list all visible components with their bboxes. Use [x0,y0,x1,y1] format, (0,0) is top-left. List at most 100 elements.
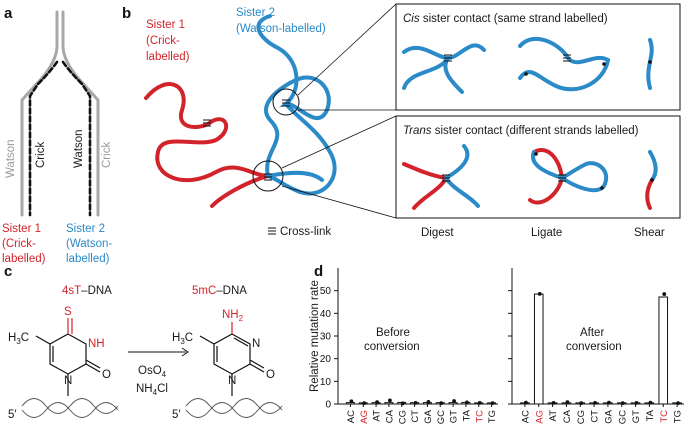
trans-contact-box [395,115,681,219]
panel-b: b Sister 1 (Crick- labelled) Sister 2 (W… [122,3,681,239]
y-axis-title: Relative mutation rate [309,280,321,392]
data-point-ga [607,400,611,405]
reagent-oso4: OsO4 [138,365,167,379]
strand-label-watson-right: Watson [73,129,85,168]
atom-s: S [64,306,72,318]
data-point-tc [662,292,667,296]
atom-h3c-left: H3C [8,332,29,346]
panel-a-sister1-line3: labelled) [2,253,46,265]
cis-shear-diagram [646,38,654,90]
data-point-ta [465,400,469,405]
after-conversion-label-line1: After [580,327,604,339]
trans-ligate-blue [531,150,608,193]
panel-b-sister1-line3: labelled) [146,51,190,63]
panel-a-sister2-line3: labelled) [66,253,110,265]
atom-o-right: O [266,369,275,381]
x-tick-label-cg: CG [397,410,408,424]
right-molecule-title: 5mC–DNA [192,285,247,297]
x-tick-label-ct: CT [410,410,421,423]
x-tick-label-gt: GT [631,410,642,423]
panel-b-sister1-line2: (Crick- [146,35,180,47]
panel-a-sister2-line2: (Watson- [66,238,112,250]
x-tick-label-ca: CA [562,409,573,423]
before-conversion-label-line2: conversion [364,341,420,353]
y-tick-label: 0 [325,400,331,411]
after-conversion-label-line2: conversion [566,341,622,353]
data-point-ca [388,398,392,403]
data-point-at [551,400,556,405]
trans-contact-circle [252,160,284,192]
molecule-5mc [199,322,265,396]
trans-shear-blue [648,150,658,182]
reaction-arrow-head [181,347,189,357]
data-point-ac [524,400,528,405]
atom-n-ring-right: N [252,338,260,350]
x-tick-label-gc: GC [617,410,628,424]
y-tick-label: 50 [320,286,332,297]
strand-label-crick-left: Crick [35,142,47,168]
y-tick-label: 40 [320,309,332,320]
watson-strand-left [20,10,59,217]
data-point-tc [477,400,482,405]
x-tick-label-tg: TG [673,410,684,423]
data-point-ct [413,400,418,405]
panel-b-letter: b [122,5,131,22]
x-tick-label-ac: AC [520,410,531,423]
panel-b-sister1-line1: Sister 1 [146,19,185,31]
panel-a-sister2-line1: Sister 2 [66,223,105,235]
data-point-gt [452,399,456,403]
panel-c-letter: c [4,263,12,280]
data-point-ca [565,400,570,405]
x-tick-label-gc: GC [436,410,447,424]
data-point-ta [648,400,653,405]
five-prime-right: 5′ [172,409,181,421]
data-point-gt [634,400,639,405]
x-tick-label-ta: TA [645,409,656,421]
y-tick-label: 20 [320,354,332,365]
x-tick-label-at: AT [372,410,383,422]
molecule-4st [35,318,101,396]
panel-d-letter: d [314,263,323,280]
zoom-line-cis-top [297,3,397,96]
atom-n-left: N [64,375,72,387]
cis-box-ends [524,60,652,76]
x-tick-label-cg: CG [576,410,587,424]
cis-box-crosslinks [444,54,571,62]
before-conversion-label-line1: Before [376,327,410,339]
sister2-chromatid [256,14,337,196]
y-tick-label: 30 [320,332,332,343]
trans-box-title: Trans sister contact (different strands … [403,125,639,137]
strand-label-watson-left: Watson [5,139,17,178]
x-tick-label-tc: TC [659,410,670,423]
cis-diagrams [402,36,654,94]
crosslink-marks-main [203,99,290,181]
x-tick-label-tg: TG [487,410,498,423]
trans-box-ends [534,152,654,190]
panel-a-letter: a [4,5,13,22]
crosslink-legend-label: Cross-link [280,226,331,238]
panel-c: c 4sT–DNA 5mC–DNA S NH H3C O N 5′ OsO4 N… [4,263,283,421]
data-point-ga [426,400,431,404]
panel-a: a Watson Crick Watson Crick Sister 1 (Cr… [2,5,113,265]
data-point-at [375,400,379,405]
atom-h3c-right: H3C [172,332,193,346]
panel-b-sister2-line2: (Watson-labelled) [236,23,326,35]
cis-contact-box [395,3,681,111]
step-label-digest: Digest [421,227,454,239]
data-point-ac [349,399,354,404]
zoom-line-trans-top [281,115,397,169]
strand-label-crick-right: Crick [101,142,113,168]
trans-digest-red [402,162,450,210]
panel-a-sister1-line1: Sister 1 [2,223,41,235]
x-tick-label-ct: CT [590,410,601,423]
data-point-ag [537,291,542,296]
panel-a-sister1-line2: (Crick- [2,238,36,250]
x-tick-label-ac: AC [346,410,357,423]
replication-fork [20,10,100,217]
cis-digest-diagram [402,43,486,94]
atom-nh2: NH2 [222,309,244,323]
bar-ca [384,402,394,405]
